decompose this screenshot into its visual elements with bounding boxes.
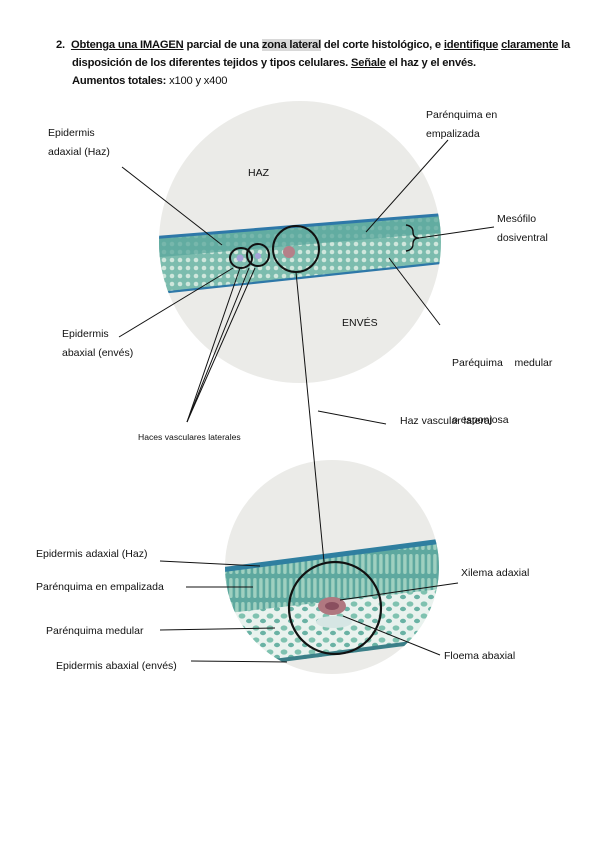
label-parenquima-empalizada-top: Parénquima en empalizada	[426, 109, 498, 140]
question-number: 2.	[56, 39, 65, 51]
header-text: zona lateral	[261, 39, 321, 51]
label-parenquima-medular-bottom: Parénquima medular	[46, 625, 144, 637]
vascular-bundle-circle-1	[229, 247, 253, 269]
label-parequima-medular-top: Paréquima medular o esponjosa	[452, 357, 553, 426]
label-epidermis-adaxial-bottom: Epidermis adaxial (Haz)	[36, 548, 148, 560]
header-text: del corte histológico, e	[320, 39, 444, 51]
header-text: claramente	[501, 39, 559, 51]
label-mesofilo: Mesófilo dosiventral	[497, 213, 548, 244]
zoom-detail-circle	[287, 560, 383, 656]
annotation-lines	[118, 139, 495, 663]
question-line-2: disposición de los diferentes tejidos y …	[56, 54, 576, 72]
label-epidermis-abaxial-top: Epidermis abaxial (envés)	[62, 328, 134, 359]
label-floema-abaxial: Floema abaxial	[444, 650, 516, 662]
question-header: 2. Obtenga una IMAGEN parcial de una zona…	[56, 36, 576, 90]
label-enves: ENVÉS	[342, 317, 378, 329]
label-epidermis-abaxial-bottom: Epidermis abaxial (envés)	[56, 660, 177, 672]
magnification-line: Aumentos totales: x100 y x400	[56, 72, 576, 90]
leaf-section-top	[159, 212, 441, 296]
header-text: identifique	[443, 39, 499, 51]
header-text: la	[558, 39, 571, 51]
header-text: Señale	[350, 57, 386, 69]
header-text: el haz y el envés.	[385, 57, 476, 69]
label-haces-vasculares: Haces vasculares laterales	[138, 432, 241, 442]
vascular-bundle-circle-2	[246, 243, 270, 267]
label-haz-vascular-lateral: Haz vascular lateral	[400, 415, 493, 427]
label-parenquima-empalizada-bottom: Parénquima en empalizada	[36, 581, 164, 593]
label-haz: HAZ	[248, 167, 269, 179]
magnification-value: x100 y x400	[166, 75, 228, 87]
header-text: Obtenga una IMAGEN	[70, 39, 184, 51]
header-text: parcial de una	[183, 39, 262, 51]
header-text: disposición de los diferentes tejidos y …	[72, 57, 351, 69]
magnification-label: Aumentos totales:	[72, 75, 167, 87]
question-line-1: 2. Obtenga una IMAGEN parcial de una zona…	[56, 36, 576, 54]
label-epidermis-adaxial-top: Epidermis adaxial (Haz)	[48, 127, 110, 158]
leaf-section-bottom	[225, 537, 439, 670]
label-xilema-adaxial: Xilema adaxial	[461, 567, 530, 579]
